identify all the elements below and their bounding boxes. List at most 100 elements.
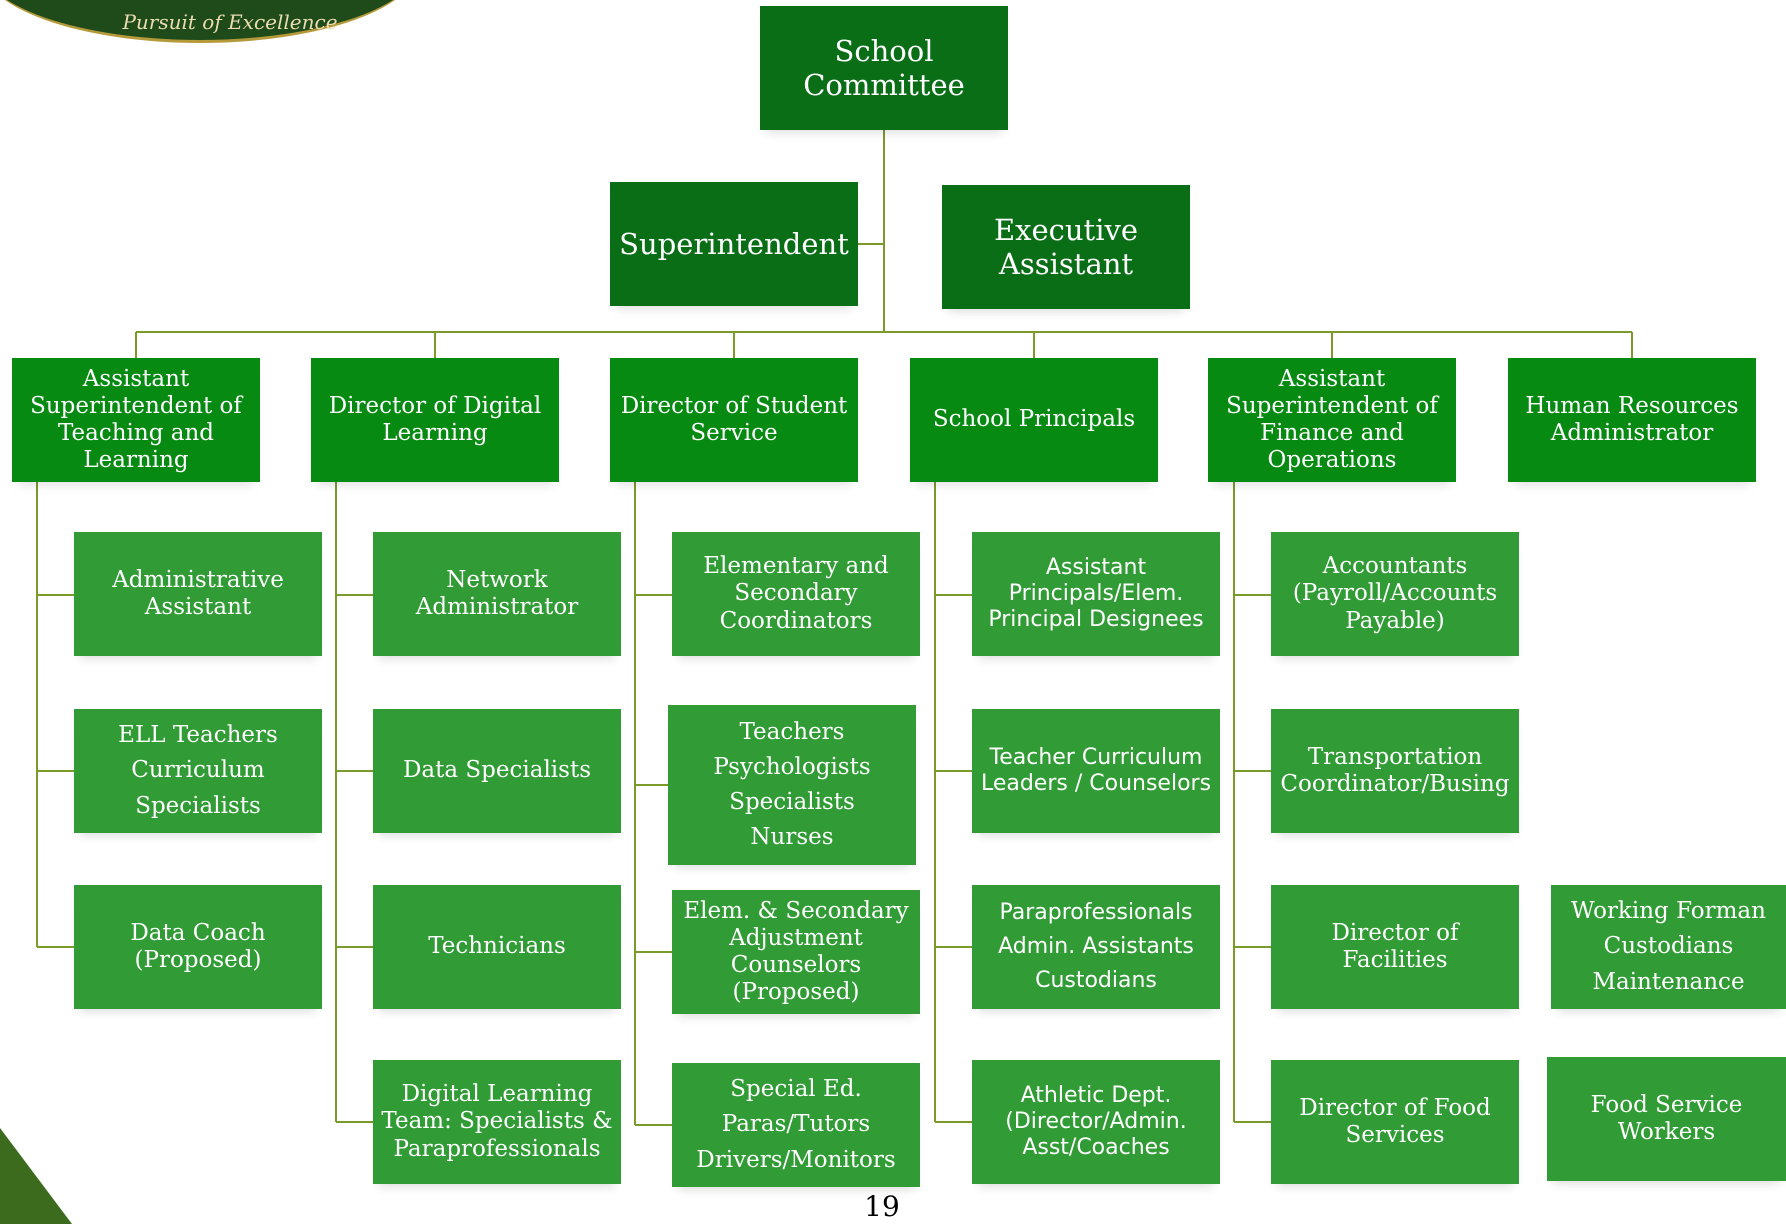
org-box-line: Director of Food xyxy=(1299,1094,1491,1121)
org-box-line: Counselors xyxy=(730,952,862,978)
org-box-line: (Director/Admin. xyxy=(1005,1109,1187,1135)
org-box-line: Paraprofessionals xyxy=(393,1135,601,1162)
org-box-line: (Payroll/Accounts xyxy=(1292,580,1498,607)
org-box-line: Workers xyxy=(1617,1119,1716,1145)
org-box-line: Committee xyxy=(803,68,965,102)
org-box-line: Administrator xyxy=(415,594,579,620)
org-box-line: Admin. Assistants xyxy=(998,934,1194,960)
org-box-line: Custodians xyxy=(1603,933,1734,960)
org-box-dir-facilities: Director of Facilities xyxy=(1271,885,1519,1009)
org-box-line: Adjustment xyxy=(729,924,863,951)
org-box-line: Superintendent xyxy=(619,226,849,261)
org-box-line: ELL Teachers xyxy=(118,722,278,749)
org-box-line: Human Resources xyxy=(1525,392,1739,419)
district-logo: Pursuit of Excellence xyxy=(0,0,420,43)
org-box-line: Transportation xyxy=(1307,743,1483,770)
org-box-line: School Principals xyxy=(932,406,1136,433)
org-box-line: Executive xyxy=(993,212,1139,247)
org-box-line: Drivers/Monitors xyxy=(696,1146,896,1173)
org-box-line: Superintendent of xyxy=(1226,392,1438,419)
org-box-line: Operations xyxy=(1267,447,1397,474)
org-box-line: Team: Specialists & xyxy=(381,1108,613,1135)
org-box-line: School xyxy=(834,33,934,68)
org-box-line: Paras/Tutors xyxy=(721,1111,871,1138)
org-box-line: Director of Digital xyxy=(328,392,542,419)
org-box-line: Service xyxy=(690,420,778,446)
org-box-line: Assistant xyxy=(82,365,190,392)
org-box-line: Secondary xyxy=(734,580,858,607)
org-box-line: Teacher Curriculum xyxy=(989,745,1203,771)
org-box-line: Working Forman xyxy=(1571,898,1766,925)
org-box-line: Specialists xyxy=(729,789,855,815)
org-box-technicians: Technicians xyxy=(373,885,621,1009)
org-box-line: Nurses xyxy=(750,824,834,851)
org-box-line: (Proposed) xyxy=(134,947,262,973)
org-box-athletic: Athletic Dept.(Director/Admin.Asst/Coach… xyxy=(972,1060,1220,1184)
org-box-principals: School Principals xyxy=(910,358,1158,482)
corner-decoration xyxy=(0,1128,72,1224)
org-box-line: Network xyxy=(446,566,548,593)
org-box-line: Curriculum xyxy=(131,757,265,784)
org-box-line: Special Ed. xyxy=(730,1076,862,1103)
org-box-line: Administrative xyxy=(112,566,284,593)
org-box-line: Assistant xyxy=(144,594,252,620)
org-box-line: Elementary and xyxy=(703,553,889,580)
org-box-line: Asst/Coaches xyxy=(1022,1134,1170,1160)
org-box-line: Principal Designees xyxy=(988,606,1204,632)
org-box-data-specialists: Data Specialists xyxy=(373,709,621,833)
org-box-line: Payable) xyxy=(1345,607,1445,634)
org-box-line: (Proposed) xyxy=(732,979,860,1006)
org-box-line: Accountants xyxy=(1322,553,1468,580)
org-box-line: Director of Student xyxy=(620,392,848,419)
org-box-line: Technicians xyxy=(428,933,566,960)
org-box-line: Data Specialists xyxy=(402,757,592,784)
org-box-line: Teachers xyxy=(739,718,845,745)
org-box-line: Maintenance xyxy=(1592,968,1745,995)
org-box-line: Superintendent of xyxy=(30,392,242,419)
org-box-data-coach: Data Coach(Proposed) xyxy=(74,885,322,1009)
org-box-line: Assistant xyxy=(1278,365,1386,392)
org-box-line: Coordinators xyxy=(719,607,873,634)
org-box-line: Data Coach xyxy=(130,919,266,946)
org-box-line: Leaders / Counselors xyxy=(980,771,1212,796)
logo-tagline: Pursuit of Excellence xyxy=(122,10,338,34)
org-box-line: Custodians xyxy=(1035,967,1157,993)
org-box-line: Digital Learning xyxy=(401,1081,593,1108)
org-box-line: Elem. & Secondary xyxy=(683,897,909,924)
org-box-line: Teaching and xyxy=(57,420,215,446)
org-box-line: Learning xyxy=(382,420,488,446)
org-box-line: Psychologists xyxy=(713,753,871,780)
org-box-superintendent: Superintendent xyxy=(610,182,858,306)
org-box-line: Finance and xyxy=(1260,420,1404,446)
org-box-line: Assistant xyxy=(998,247,1134,281)
org-box-line: Services xyxy=(1345,1122,1445,1148)
org-box-line: Learning xyxy=(83,447,189,474)
org-box-line: Athletic Dept. xyxy=(1020,1083,1172,1109)
org-box-line: Coordinator/Busing xyxy=(1280,771,1510,797)
page-number: 19 xyxy=(864,1190,900,1223)
org-box-line: Food Service xyxy=(1590,1091,1743,1118)
org-box-line: Administrator xyxy=(1550,420,1714,446)
